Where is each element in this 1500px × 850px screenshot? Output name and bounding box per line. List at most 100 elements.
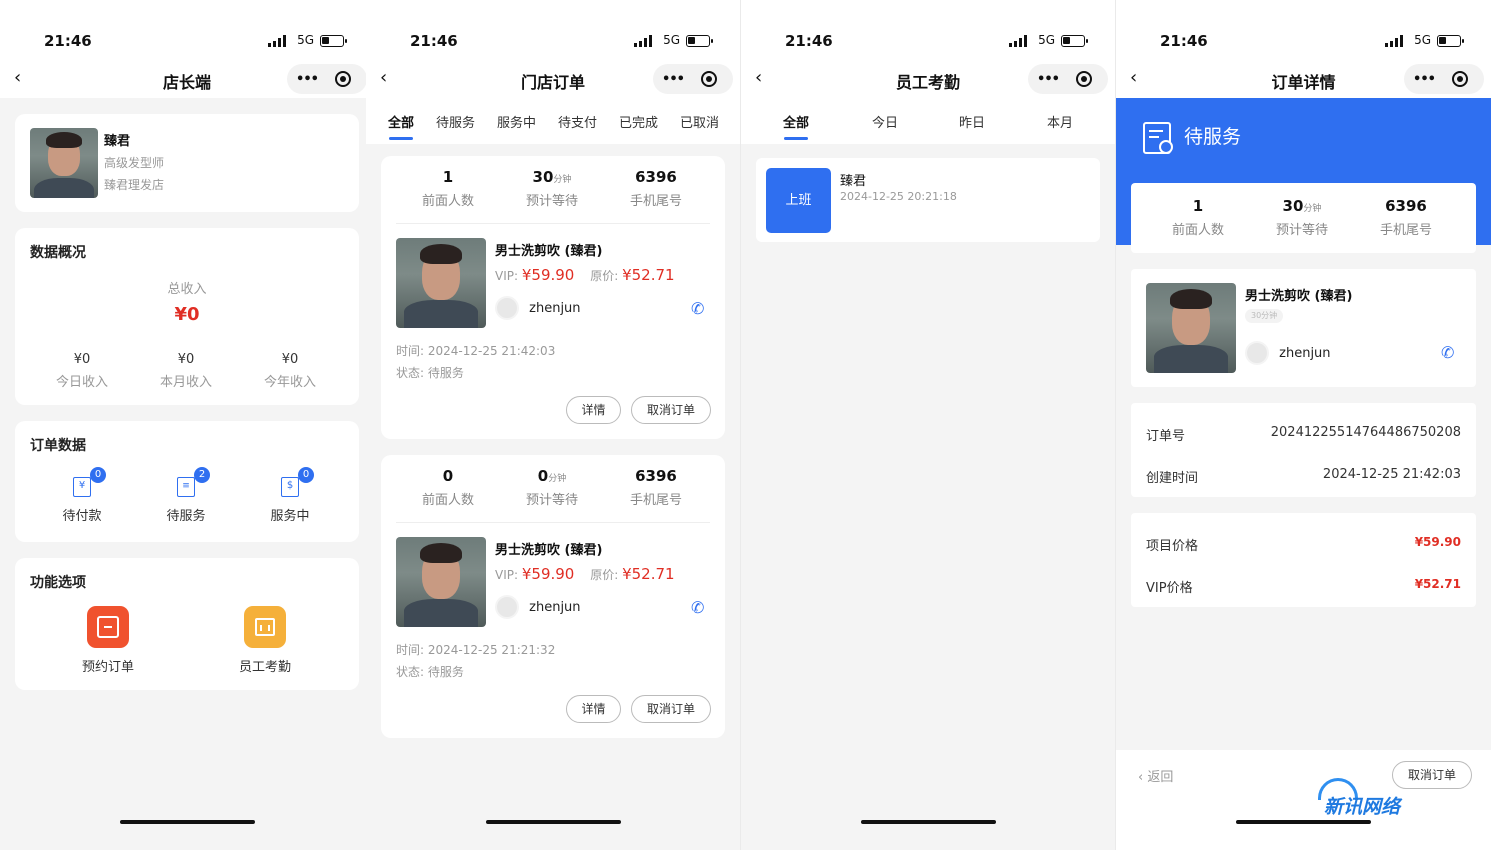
status-bar: 21:46 5G [1116, 0, 1491, 60]
phone-call-icon[interactable]: ✆ [691, 299, 705, 318]
chevron-left-icon: ‹ [1138, 770, 1144, 785]
more-icon[interactable]: ••• [662, 71, 685, 87]
order-status: 状态: 待服务 [396, 364, 464, 381]
phone-call-icon[interactable]: ✆ [1441, 343, 1455, 362]
back-arrow-icon[interactable]: ‹ [755, 67, 763, 88]
cancel-order-button[interactable]: 取消订单 [631, 396, 711, 424]
order-card: 1 前面人数 30分钟 预计等待 6396 手机尾号 男士洗剪吹 (臻君) VI… [381, 156, 725, 439]
customer-name: zhenjun [529, 300, 581, 316]
order-stat-pending-service[interactable]: ≡ 2 待服务 [149, 467, 223, 524]
tab-this-month[interactable]: 本月 [1047, 116, 1074, 131]
stat-label: 前面人数 [1171, 223, 1224, 238]
clipboard-clock-icon: ≡ 2 [175, 467, 210, 499]
stat-value: 30 [1282, 197, 1304, 215]
stat-label: 手机尾号 [1379, 223, 1432, 238]
back-button[interactable]: ‹ 返回 [1138, 766, 1173, 785]
detail-button[interactable]: 详情 [566, 396, 621, 424]
tab-yesterday[interactable]: 昨日 [959, 116, 986, 131]
price-card: 项目价格 ¥59.90 VIP价格 ¥52.71 [1131, 513, 1476, 607]
cancel-order-button[interactable]: 取消订单 [1392, 761, 1472, 789]
bottom-bar: ‹ 返回 取消订单 新讯网络 [1116, 750, 1491, 850]
service-photo [1146, 283, 1236, 373]
count-badge: 2 [194, 467, 210, 483]
stat-value: 6396 [635, 467, 677, 485]
user-avatar-icon [495, 595, 519, 619]
function-appointments[interactable]: 预约订单 [68, 606, 148, 675]
clipboard-money-icon: $ 0 [279, 467, 314, 499]
avatar [30, 128, 98, 198]
status-bar: 21:46 5G [741, 0, 1115, 60]
item-price-label: 项目价格 [1146, 539, 1199, 554]
page-title: 订单详情 [1271, 73, 1336, 92]
network-label: 5G [663, 33, 680, 47]
mini-program-capsule: ••• [287, 64, 367, 94]
customer-name: zhenjun [1279, 345, 1331, 361]
tab-in-service[interactable]: 服务中 [497, 116, 537, 131]
close-target-icon[interactable] [335, 71, 351, 87]
order-number: 20241225514764486750208 [1270, 425, 1461, 440]
back-arrow-icon[interactable]: ‹ [14, 67, 22, 88]
section-title: 订单数据 [30, 438, 86, 454]
stat-value: 0 [442, 467, 454, 485]
clock-in-badge: 上班 [766, 168, 831, 233]
clock-in-time: 2024-12-25 20:21:18 [840, 190, 957, 203]
stat-ahead: 1 前面人数 [396, 168, 500, 209]
back-arrow-icon[interactable]: ‹ [380, 67, 388, 88]
time-value: 2024-12-25 21:42:03 [427, 344, 556, 358]
battery-icon [320, 35, 347, 47]
income-value: ¥0 [281, 352, 299, 367]
total-income-value: ¥0 [174, 304, 200, 325]
cancel-order-button[interactable]: 取消订单 [631, 695, 711, 723]
function-attendance[interactable]: 员工考勤 [225, 606, 305, 675]
original-price-label: 原价: [590, 568, 619, 582]
close-target-icon[interactable] [1076, 71, 1092, 87]
signal-icon [1385, 35, 1403, 47]
section-title: 功能选项 [30, 575, 86, 591]
stat-ahead: 1 前面人数 [1146, 197, 1250, 238]
service-card: 男士洗剪吹 (臻君) 30分钟 zhenjun ✆ [1131, 269, 1476, 387]
tab-pending-service[interactable]: 待服务 [436, 116, 476, 131]
attendance-record[interactable]: 上班 臻君 2024-12-25 20:21:18 [756, 158, 1100, 242]
original-price-label: 原价: [590, 269, 619, 283]
tab-today[interactable]: 今日 [872, 116, 899, 131]
order-stat-label: 待服务 [166, 509, 206, 524]
tab-all[interactable]: 全部 [783, 112, 809, 140]
user-avatar-icon [495, 296, 519, 320]
status-time: 21:46 [410, 32, 458, 50]
tab-completed[interactable]: 已完成 [619, 116, 659, 131]
tab-pending-payment[interactable]: 待支付 [558, 116, 598, 131]
page-title: 店长端 [162, 73, 211, 92]
price-row: VIP: ¥59.90 原价: ¥52.71 [495, 565, 675, 583]
status-bar: 21:46 5G [0, 0, 374, 60]
more-icon[interactable]: ••• [1413, 71, 1436, 87]
service-name: 男士洗剪吹 (臻君) [495, 543, 603, 558]
order-stat-label: 服务中 [270, 509, 310, 524]
order-tabs: 全部 待服务 服务中 待支付 已完成 已取消 [366, 98, 740, 144]
back-label: 返回 [1147, 770, 1174, 785]
close-target-icon[interactable] [1452, 71, 1468, 87]
price-row: VIP: ¥59.90 原价: ¥52.71 [495, 266, 675, 284]
calendar-icon [87, 606, 129, 648]
stat-label: 前面人数 [421, 194, 474, 209]
order-card: 0 前面人数 0分钟 预计等待 6396 手机尾号 男士洗剪吹 (臻君) VIP… [381, 455, 725, 738]
item-price: ¥59.90 [1414, 535, 1461, 549]
page-title: 门店订单 [520, 73, 585, 92]
phone-call-icon[interactable]: ✆ [691, 598, 705, 617]
payment-icon: ¥ 0 [71, 467, 106, 499]
order-stat-in-service[interactable]: $ 0 服务中 [253, 467, 327, 524]
more-icon[interactable]: ••• [296, 71, 319, 87]
signal-icon [634, 35, 652, 47]
income-stat: ¥0 今日收入 [30, 352, 134, 390]
customer: zhenjun [495, 296, 581, 320]
tab-all[interactable]: 全部 [388, 112, 414, 140]
order-stat-pending-payment[interactable]: ¥ 0 待付款 [45, 467, 119, 524]
service-name: 男士洗剪吹 (臻君) [495, 244, 603, 259]
mini-program-capsule: ••• [1404, 64, 1484, 94]
more-icon[interactable]: ••• [1037, 71, 1060, 87]
tab-cancelled[interactable]: 已取消 [680, 116, 720, 131]
close-target-icon[interactable] [701, 71, 717, 87]
attendance-icon [244, 606, 286, 648]
back-arrow-icon[interactable]: ‹ [1130, 67, 1138, 88]
detail-button[interactable]: 详情 [566, 695, 621, 723]
screen-shop-manager: 21:46 5G ‹ 店长端 ••• 臻君 高级发型师 臻君理发店 数据概况 总… [0, 0, 375, 850]
